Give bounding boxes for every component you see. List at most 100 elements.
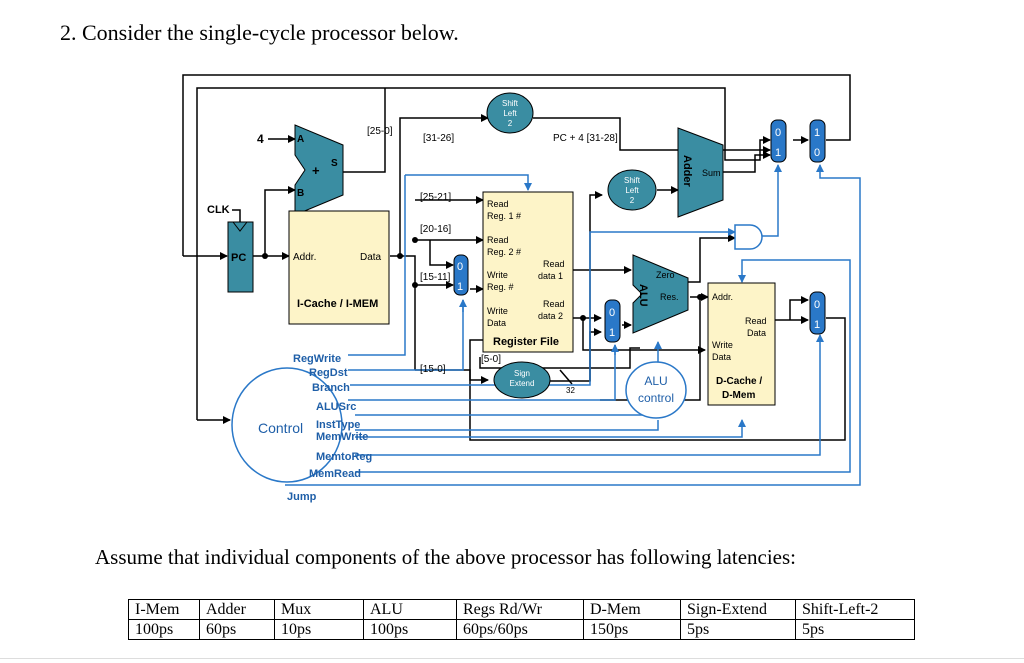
shift2-line3: 2 (630, 196, 635, 205)
rf-read1: Read (487, 199, 509, 209)
latency-header-row: I-Mem Adder Mux ALU Regs Rd/Wr D-Mem Sig… (128, 599, 915, 620)
adder-b-label: B (297, 188, 304, 199)
adder-a-label: A (297, 134, 304, 145)
shift2-line2: Left (625, 186, 639, 195)
alu-zero-label: Zero (656, 270, 675, 280)
sign-line1: Sign (514, 369, 530, 378)
branch-mux (770, 119, 787, 163)
signal-insttype: InstType (316, 419, 360, 431)
regdst-mux-1: 1 (457, 281, 463, 293)
and-gate (734, 224, 763, 250)
signal-regdst: RegDst (309, 367, 348, 379)
shift1-line2: Left (503, 109, 517, 118)
sign-extend (493, 361, 551, 399)
branch-mux-0: 0 (775, 127, 781, 139)
alusrc-mux-1: 1 (609, 327, 615, 339)
shift1-line1: Shift (502, 99, 519, 108)
alu-label: ALU (637, 284, 649, 307)
header-mux: Mux (274, 599, 364, 620)
memtoreg-mux-0: 0 (814, 299, 820, 311)
clk-label: CLK (207, 204, 230, 216)
rf-rd2a: Read (543, 299, 565, 309)
header-shift-left: Shift-Left-2 (795, 599, 915, 620)
branch-mux-1: 1 (775, 147, 781, 159)
shift-left-2-branch (607, 169, 657, 211)
rf-title: Register File (493, 336, 559, 348)
pc-label: PC (231, 252, 246, 264)
signal-jump: Jump (287, 491, 317, 503)
regdst-mux-0: 0 (457, 261, 463, 273)
memtoreg-mux (809, 291, 826, 335)
shift1-line3: 2 (508, 119, 513, 128)
instruction-memory (288, 210, 390, 325)
dmem-title2: D-Mem (722, 390, 755, 401)
rf-reg2: Reg. 2 # (487, 247, 521, 257)
rf-read2: Read (487, 235, 509, 245)
dmem-read2: Data (747, 328, 766, 338)
imem-addr-label: Addr. (293, 252, 316, 263)
value-shift-left: 5ps (795, 619, 915, 640)
rf-wreg: Reg. # (487, 282, 514, 292)
rf-wdata2: Data (487, 318, 506, 328)
alu-control-line1: ALU (644, 374, 667, 388)
bits-31-26: [31-26] (423, 133, 454, 144)
alu-res-label: Res. (660, 292, 679, 302)
signal-memwrite: MemWrite (316, 431, 368, 443)
header-alu: ALU (363, 599, 457, 620)
alu-control (625, 361, 687, 419)
jump-mux-1: 1 (814, 127, 820, 139)
bits-5-0: [5-0] (481, 354, 501, 365)
jump-mux-0: 0 (814, 147, 820, 159)
alusrc-mux-0: 0 (609, 307, 615, 319)
register-file (482, 191, 574, 353)
rf-wdata1: Write (487, 306, 508, 316)
imem-data-label: Data (360, 252, 382, 263)
rf-rd1b: data 1 (538, 271, 563, 281)
signal-memtoreg: MemtoReg (316, 451, 372, 463)
sign-32-label: 32 (566, 386, 575, 395)
bits-25-0: [25-0] (367, 126, 393, 137)
signal-alusrc: ALUSrc (316, 401, 356, 413)
header-dmem: D-Mem (583, 599, 681, 620)
rf-rd1a: Read (543, 259, 565, 269)
dmem-title1: D-Cache / (716, 376, 762, 387)
value-imem: 100ps (128, 619, 200, 640)
shift-left-2-jump (486, 92, 534, 134)
signal-branch: Branch (312, 382, 350, 394)
pc-register (227, 221, 254, 293)
assume-text: Assume that individual components of the… (95, 545, 797, 569)
rf-reg1: Reg. 1 # (487, 211, 521, 221)
imem-title: I-Cache / I-MEM (297, 298, 378, 310)
branch-sum-label: Sum (702, 168, 721, 178)
dmem-write1: Write (712, 340, 733, 350)
control-unit (231, 367, 343, 483)
question-text: 2. Consider the single-cycle processor b… (60, 20, 459, 45)
alusrc-mux (604, 299, 621, 343)
value-dmem: 150ps (583, 619, 681, 640)
branch-adder (677, 127, 724, 218)
value-adder: 60ps (199, 619, 275, 640)
bits-15-0: [15-0] (420, 364, 446, 375)
alu-control-line2: control (638, 391, 674, 405)
pc4-label: PC + 4 [31-28] (553, 133, 618, 144)
value-sign-extend: 5ps (680, 619, 796, 640)
header-imem: I-Mem (128, 599, 200, 620)
shift2-line1: Shift (624, 176, 641, 185)
rf-write: Write (487, 270, 508, 280)
header-sign-extend: Sign-Extend (680, 599, 796, 620)
alu (632, 254, 689, 334)
value-regs: 60ps/60ps (456, 619, 584, 640)
four-label: 4 (257, 132, 264, 146)
bits-15-11: [15-11] (420, 272, 451, 283)
adder-plus-label: + (312, 163, 320, 178)
rf-rd2b: data 2 (538, 311, 563, 321)
data-memory (707, 282, 776, 406)
memtoreg-mux-1: 1 (814, 319, 820, 331)
signal-memread: MemRead (309, 468, 361, 480)
regdst-mux (453, 254, 469, 296)
branch-adder-label: Adder (681, 155, 693, 188)
jump-mux (809, 119, 826, 163)
dmem-read1: Read (745, 316, 767, 326)
control-label: Control (258, 420, 303, 436)
adder-s-label: S (331, 158, 338, 169)
